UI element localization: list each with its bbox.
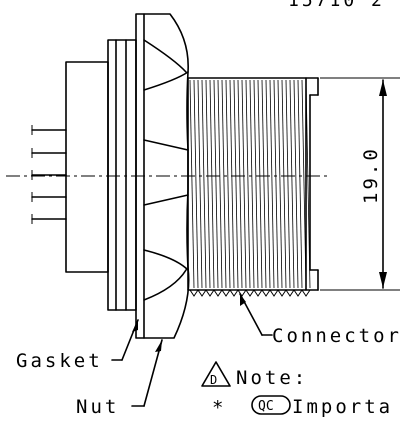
thread-line	[253, 79, 259, 289]
thread-line	[273, 79, 279, 289]
dimension-value: 19.0	[360, 146, 382, 204]
note-text: Importa	[292, 396, 393, 418]
connector-leader	[239, 293, 273, 336]
thread-line	[193, 79, 199, 289]
nut-leader	[131, 339, 163, 407]
thread-serration	[189, 289, 311, 297]
thread-line	[209, 79, 215, 289]
thread-line	[229, 79, 235, 289]
thread-line	[233, 79, 239, 289]
top-partial-text: 15710 2	[288, 0, 385, 11]
thread-line	[281, 79, 287, 289]
thread-line	[225, 79, 231, 289]
label-connector: Connector	[272, 325, 402, 347]
gasket-leader	[111, 319, 139, 361]
note-block: D Note: * QC Importa	[201, 361, 393, 419]
label-nut: Nut	[76, 396, 119, 418]
thread-line	[205, 79, 211, 289]
threaded-barrel	[187, 77, 319, 297]
thread-line	[265, 79, 271, 289]
qc-symbol: QC	[258, 399, 274, 414]
thread-line	[245, 79, 251, 289]
thread-line	[249, 79, 255, 289]
thread-line	[237, 79, 243, 289]
thread-line	[197, 79, 203, 289]
thread-line	[261, 79, 267, 289]
thread-line	[277, 79, 283, 289]
thread-line	[257, 79, 263, 289]
qc-symbol-frame	[251, 395, 291, 415]
thread-line	[301, 79, 307, 289]
thread-line	[269, 79, 275, 289]
note-title: Note:	[236, 367, 308, 389]
label-gasket: Gasket	[16, 350, 103, 372]
thread-line	[189, 79, 195, 289]
thread-line	[285, 79, 291, 289]
thread-line	[217, 79, 223, 289]
rear-housing	[65, 39, 137, 311]
thread-line	[241, 79, 247, 289]
revision-marker: D	[210, 373, 217, 387]
thread-line	[221, 79, 227, 289]
revision-triangle	[201, 361, 231, 387]
thread-line	[293, 79, 299, 289]
thread-line	[201, 79, 207, 289]
dimension-19: 19.0	[320, 77, 400, 291]
note-bullet: *	[212, 397, 226, 419]
thread-line	[289, 79, 295, 289]
thread-line	[297, 79, 303, 289]
thread-line	[213, 79, 219, 289]
contact-pins	[31, 125, 67, 224]
thread-line	[305, 79, 311, 289]
